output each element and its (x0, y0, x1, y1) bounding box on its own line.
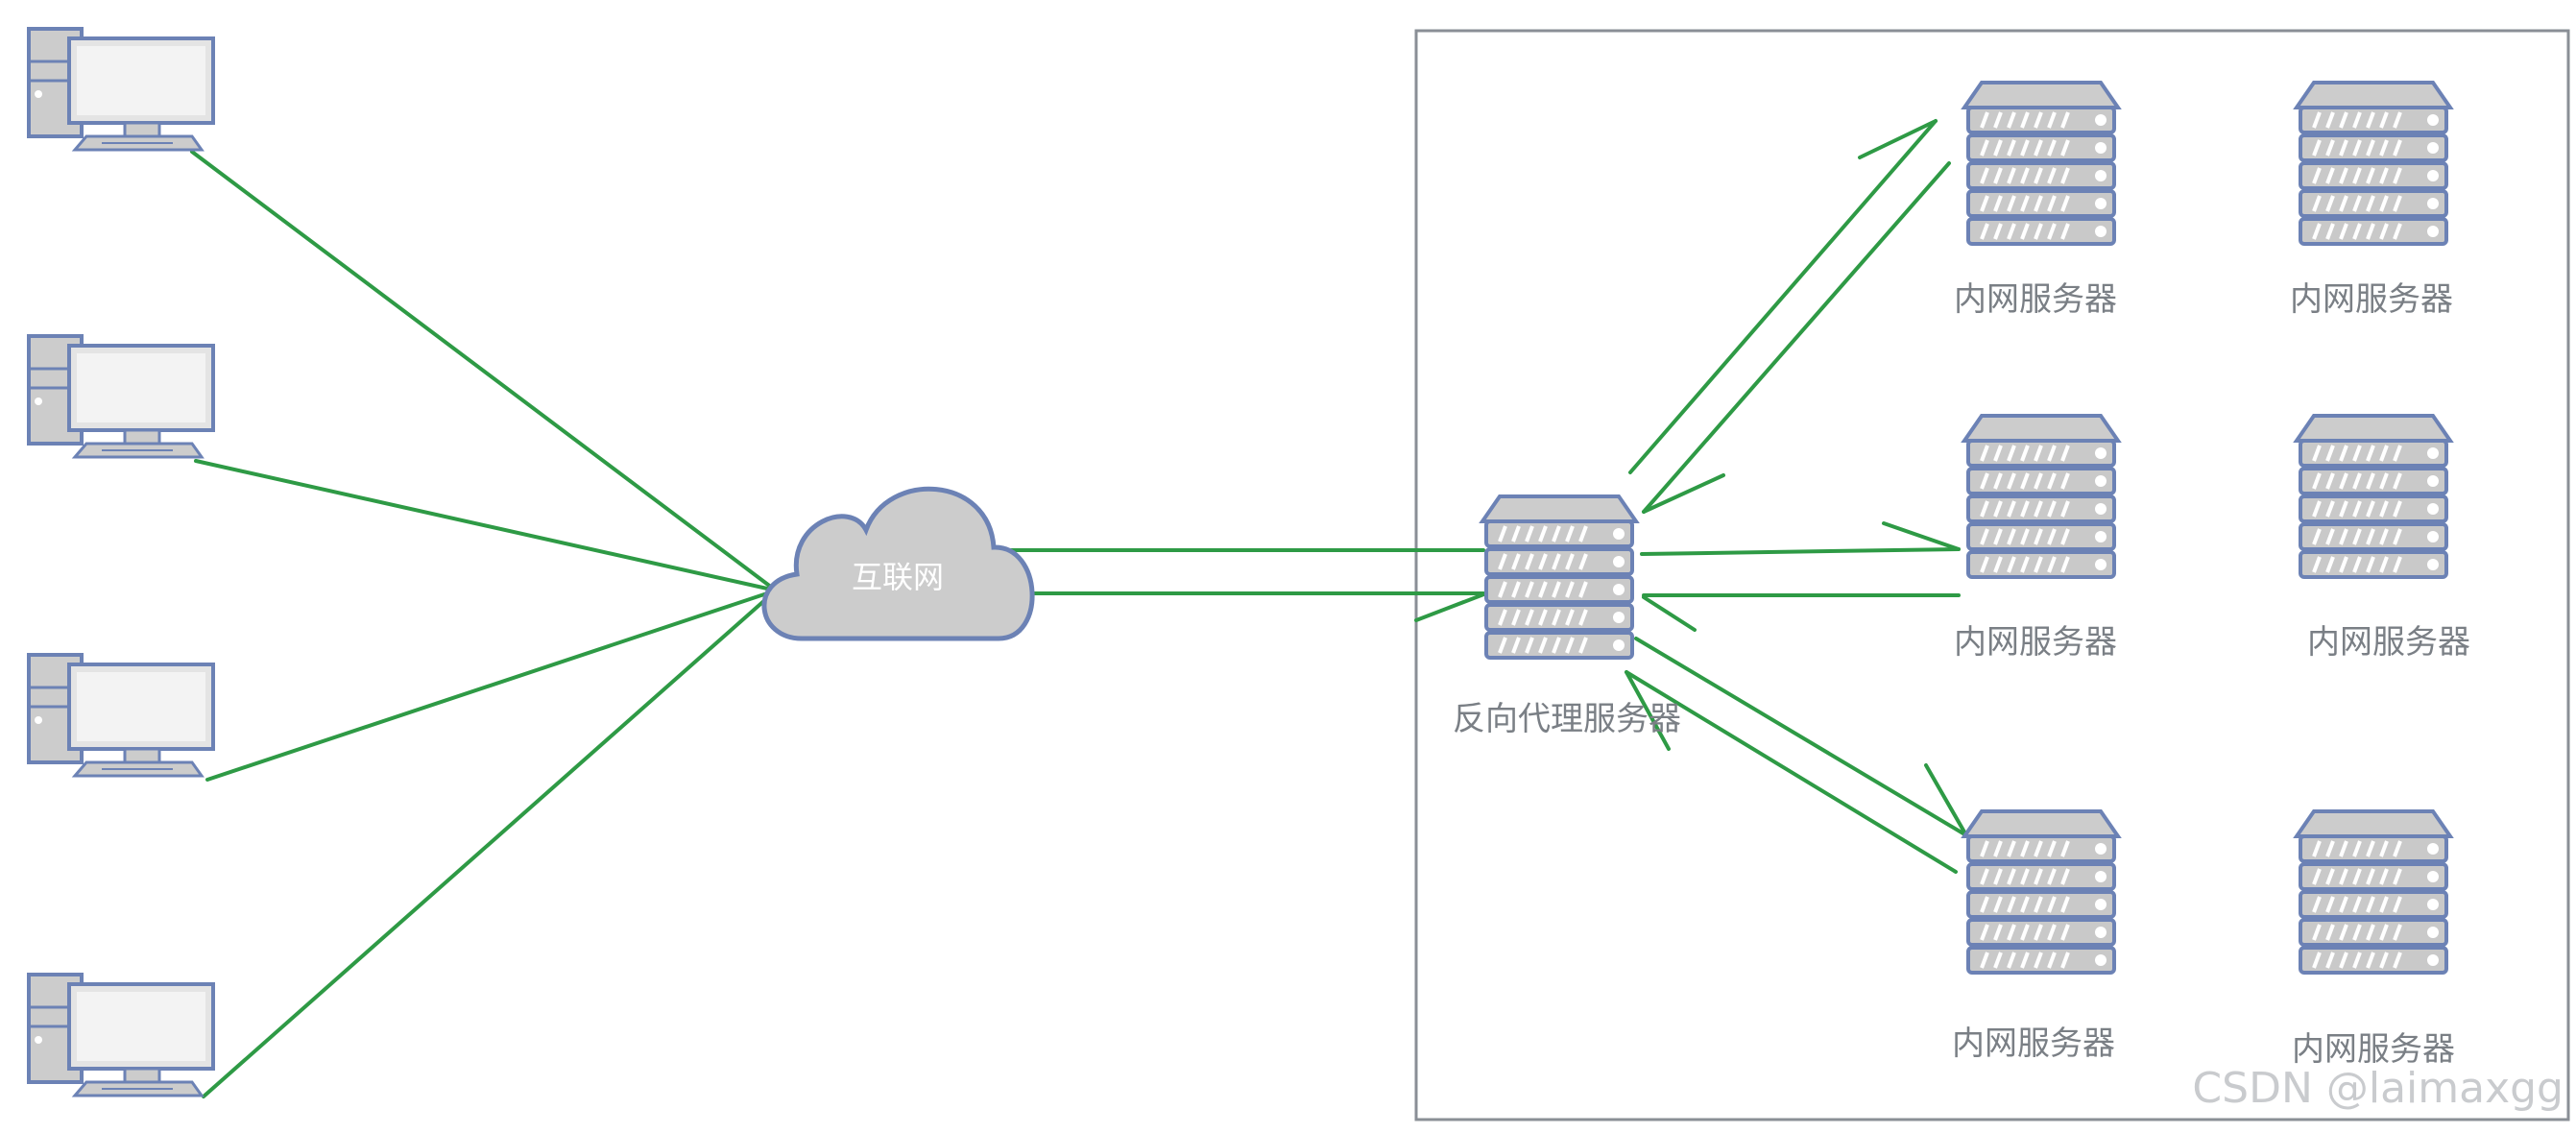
proxy-server-icon (1482, 496, 1636, 658)
server-icon (1964, 416, 2118, 577)
internal-server-label: 内网服务器 (2307, 623, 2470, 662)
internal-server-1: 内网服务器 (1954, 83, 2118, 319)
internal-server-label: 内网服务器 (2290, 280, 2453, 319)
connector-top-server-proxy-down (1642, 161, 1951, 514)
arrowhead-bottom-server (1924, 763, 1968, 837)
cloud-icon (761, 486, 1035, 641)
arrowhead-proxy-left (1414, 591, 1488, 622)
internal-server-label: 内网服务器 (1954, 280, 2117, 319)
client-computer-4-icon (27, 973, 215, 1097)
cloud-label: 互联网 (852, 559, 944, 595)
internet-cloud: 互联网 (761, 486, 1035, 641)
connector-client-1 (190, 150, 778, 592)
connectors (190, 119, 1968, 1098)
internal-server-label: 内网服务器 (1952, 1025, 2115, 1063)
arrowhead-proxy-mid (1642, 595, 1697, 632)
client-computer-2-icon (27, 334, 215, 459)
server-icon (1964, 811, 2118, 973)
connector-client-4 (202, 589, 778, 1098)
arrowhead-mid-server (1882, 521, 1961, 551)
server-icon (1964, 83, 2118, 244)
connector-client-3 (205, 589, 778, 782)
connector-proxy-mid-server (1640, 547, 1961, 556)
internal-server-3: 内网服务器 (1954, 416, 2118, 662)
internal-network-frame (1414, 29, 2570, 1121)
connector-bottom-server-proxy (1625, 670, 1958, 874)
client-computer-1-icon (27, 27, 215, 152)
internal-server-label: 内网服务器 (1954, 623, 2117, 662)
arrowhead-proxy-lower (1625, 670, 1671, 751)
connector-proxy-bottom-server (1634, 637, 1968, 837)
arrowhead-proxy-upper (1642, 473, 1725, 514)
server-icon (2297, 416, 2450, 577)
watermark: CSDN @laimaxgg (2192, 1064, 2564, 1113)
internal-server-6: 内网服务器 (2292, 811, 2455, 1069)
connector-proxy-top-server-up (1628, 119, 1938, 474)
internal-server-5: 内网服务器 (1952, 811, 2118, 1063)
server-icon (2297, 811, 2450, 973)
arrowhead-top-server (1858, 119, 1938, 159)
connector-client-2 (194, 459, 778, 592)
internal-server-label: 内网服务器 (2292, 1030, 2455, 1069)
internal-server-2: 内网服务器 (2290, 83, 2453, 319)
proxy-server-label: 反向代理服务器 (1453, 700, 1681, 738)
client-computer-3-icon (27, 653, 215, 778)
server-icon (2297, 83, 2450, 244)
reverse-proxy-server: 反向代理服务器 (1453, 496, 1681, 738)
internal-server-4: 内网服务器 (2297, 416, 2470, 662)
